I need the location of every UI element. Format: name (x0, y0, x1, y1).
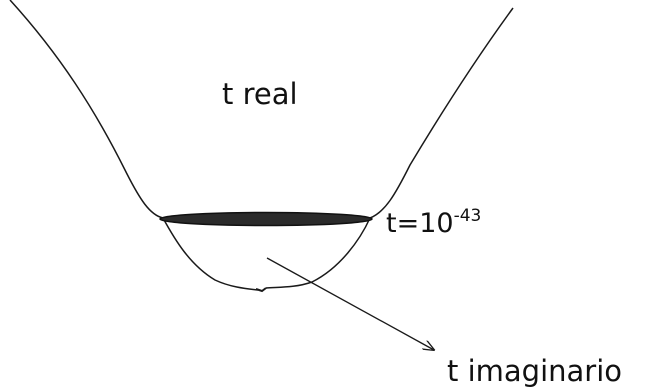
funnel-bottom-tip (255, 287, 267, 293)
funnel-left-wall (9, 0, 164, 219)
imaginary-time-label: t imaginario (447, 354, 622, 388)
funnel-left-bottom (162, 217, 259, 291)
planck-time-label: t=10-43 (386, 206, 481, 239)
real-time-label: t real (222, 77, 298, 111)
imaginary-time-arrow (266, 257, 434, 350)
planck-time-exponent: -43 (454, 206, 482, 226)
planck-time-base: t=10 (386, 208, 454, 239)
funnel-right-bottom (265, 217, 371, 289)
funnel-right-wall (369, 7, 514, 219)
planck-cross-section-ellipse (159, 211, 373, 227)
